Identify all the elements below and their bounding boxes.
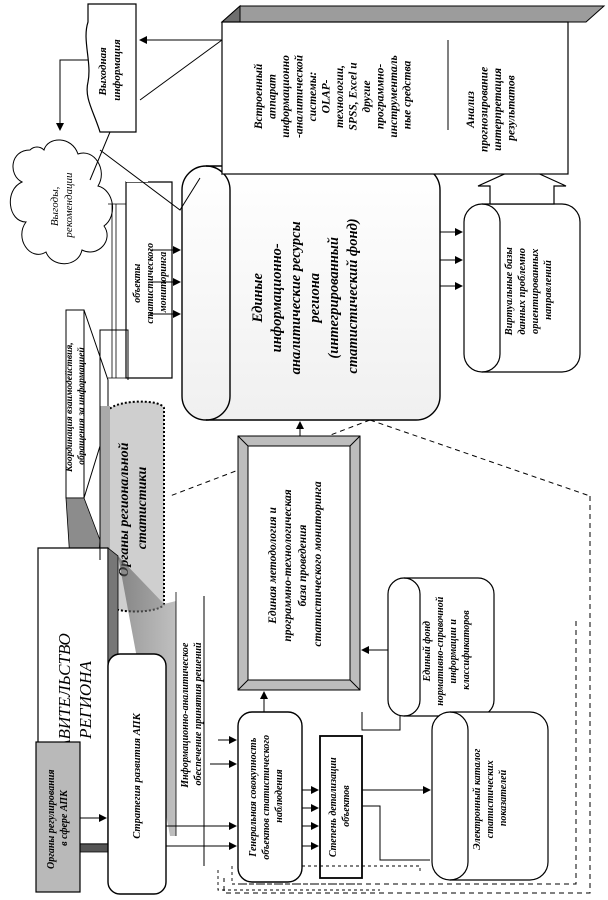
svg-text:Органы региональной стат: Органы региональной статистики xyxy=(117,439,150,577)
catalog-line-3: показателей xyxy=(498,769,509,826)
monitoring-line-1: объекты xyxy=(132,264,143,303)
population-line-2: объектов статистического xyxy=(261,735,272,860)
catalog-cylinder: Электронный каталог статистических показ… xyxy=(431,711,549,881)
svg-text:Координация взаимодействия,: Координация взаимодействия, обращения за… xyxy=(64,340,87,473)
svg-text:Виртуальные базы данных: Виртуальные базы данных проблемно ориент… xyxy=(504,245,554,337)
methodology-node: Единая методология и программно-технолог… xyxy=(237,435,361,691)
agro-regulation-node: Органы регулирования в сфере АПК xyxy=(35,741,81,893)
apparatus-line-6: OLAP- xyxy=(321,79,333,113)
virtual-bases-cylinder: Виртуальные базы данных проблемно ориент… xyxy=(463,203,581,373)
benefits-line-1: Выгоды, xyxy=(49,186,61,226)
info-support-line-1: Информационно-аналитическое xyxy=(180,642,191,789)
agro-regulation-line-2: в сфере АПК xyxy=(59,789,70,846)
catalog-line-2: статистических xyxy=(485,760,496,838)
svg-text:Степень детализации объе: Степень детализации объектов xyxy=(328,755,352,857)
reference-fund-cylinder: Единый фонд нормативно-справочной информ… xyxy=(387,577,495,717)
general-population-node: Генеральная совокупность объектов статис… xyxy=(237,711,303,883)
resources-line-2: информационно- xyxy=(269,243,285,352)
fund-line-1: Единый фонд xyxy=(422,621,433,682)
detail-degree-node: Степень детализации объектов xyxy=(319,735,363,879)
svg-text:Встроенный аппарат: Встроенный аппарат информационно -аналит… xyxy=(252,52,414,138)
methodology-line-2: программно-технологическая xyxy=(282,489,294,641)
coordination-line-2: обращения за информацией xyxy=(76,347,87,465)
virtual-line-4: направлений xyxy=(543,260,554,320)
analysis-line-4: результатов xyxy=(506,75,518,141)
analysis-line-3: интерпретация xyxy=(492,68,504,151)
apparatus-line-11: инструменталь xyxy=(388,55,400,137)
apparatus-line-10: программно- xyxy=(375,64,387,130)
analysis-line-1: Анализ xyxy=(465,91,477,129)
bottom-dashed-rails xyxy=(217,865,421,891)
output-info-line-2: информация xyxy=(111,39,123,101)
agro-strategy-line-1: Стратегия развития АПК xyxy=(132,712,143,838)
builtin-apparatus-box: Встроенный аппарат информационно -аналит… xyxy=(220,4,606,176)
virtual-to-apparatus-arrow xyxy=(477,165,567,205)
resources-line-1: Единые xyxy=(250,273,266,324)
virtual-line-2: данных проблемно xyxy=(517,248,528,335)
monitoring-objects-node: объекты статистического мониторинга xyxy=(108,172,173,379)
svg-text:Анализ прогнозирование: Анализ прогнозирование интерпретация рез… xyxy=(465,64,518,152)
svg-text:Единый фонд нормативно-с: Единый фонд нормативно-справочной информ… xyxy=(422,594,472,706)
resources-line-6: статистический фонд) xyxy=(345,218,361,373)
apparatus-line-2: аппарат xyxy=(267,74,279,119)
svg-text:Выгоды, рекомендации: Выгоды, рекомендации xyxy=(49,172,75,239)
monitoring-to-resources-arrows xyxy=(150,246,181,318)
apparatus-line-5: системы: xyxy=(307,71,319,121)
svg-text:Стратегия развития АПК: Стратегия развития АПК xyxy=(132,712,143,838)
catalog-line-1: Электронный каталог xyxy=(472,748,483,850)
svg-text:Генеральная совокупность: Генеральная совокупность объектов статис… xyxy=(248,732,285,859)
detail-line-2: объектов xyxy=(341,785,352,827)
benefits-cloud: Выгоды, рекомендации xyxy=(9,139,113,265)
svg-text:Единая методология и про: Единая методология и программно-технолог… xyxy=(267,481,324,646)
unified-resources-cylinder: Единые информационно- аналитические ресу… xyxy=(181,165,441,421)
regional-stats-line-1: Органы региональной xyxy=(117,442,132,577)
detail-line-1: Степень детализации xyxy=(328,757,339,857)
solid-connectors xyxy=(80,329,431,866)
svg-text:Выходная информация: Выходная информация xyxy=(97,39,123,101)
svg-text:ПРАВИТЕЛЬСТВО РЕГИОНА: ПРАВИТЕЛЬСТВО РЕГИОНА xyxy=(55,629,95,772)
analysis-line-2: прогнозирование xyxy=(479,67,491,152)
resources-to-virtual-arrows xyxy=(440,228,463,290)
population-line-3: наблюдения xyxy=(274,769,285,822)
government-line-2: РЕГИОНА xyxy=(76,661,95,740)
apparatus-line-12: ные средства xyxy=(402,60,414,129)
methodology-line-4: статистического мониторинга xyxy=(312,481,324,646)
apparatus-line-1: Встроенный xyxy=(252,63,265,130)
resources-line-5: (интегрированный xyxy=(326,237,342,359)
virtual-line-3: ориентированных xyxy=(530,249,541,334)
fund-line-4: классификаторов xyxy=(461,610,472,690)
regional-stats-line-2: статистики xyxy=(135,467,150,550)
output-info-line-1: Выходная xyxy=(97,47,109,97)
methodology-line-3: база проведения xyxy=(297,524,309,606)
coordination-line-1: Координация взаимодействия, xyxy=(64,342,75,473)
resources-line-3: аналитические ресурсы xyxy=(288,221,304,374)
apparatus-line-4: -аналитической xyxy=(293,54,306,138)
apparatus-line-3: информационно xyxy=(280,55,292,138)
apparatus-line-9: другие xyxy=(361,80,373,112)
monitoring-line-2: статистического xyxy=(145,243,156,324)
svg-text:Электронный каталог стат: Электронный каталог статистических показ… xyxy=(472,746,509,850)
info-support-line-2: обеспечение принятия решений xyxy=(193,642,204,785)
output-info-node: Выходная информация xyxy=(85,3,137,133)
agro-regulation-line-1: Органы регулирования xyxy=(46,769,57,869)
population-line-1: Генеральная совокупность xyxy=(248,737,259,857)
resources-line-4: региона xyxy=(307,273,323,325)
agro-strategy-node: Стратегия развития АПК xyxy=(107,653,167,895)
virtual-line-1: Виртуальные базы xyxy=(504,247,515,336)
government-line-1: ПРАВИТЕЛЬСТВО xyxy=(55,633,74,772)
benefits-line-2: рекомендации xyxy=(63,172,75,239)
methodology-line-1: Единая методология и xyxy=(267,507,279,625)
output-connectors xyxy=(56,36,223,211)
svg-text:Органы регулирования в с: Органы регулирования в сфере АПК xyxy=(46,767,70,869)
fund-line-2: нормативно-справочной xyxy=(435,596,446,705)
regional-statistics-node: Органы региональной статистики xyxy=(100,400,165,613)
fund-line-3: информации и xyxy=(448,619,459,684)
svg-text:Информационно-аналитическое: Информационно-аналитическое обеспечение … xyxy=(180,640,204,789)
svg-text:Единые информационно-: Единые информационно- аналитические ресу… xyxy=(250,218,361,375)
apparatus-line-8: SPSS, Excel и xyxy=(348,62,360,131)
apparatus-line-7: технологии, xyxy=(334,65,346,128)
